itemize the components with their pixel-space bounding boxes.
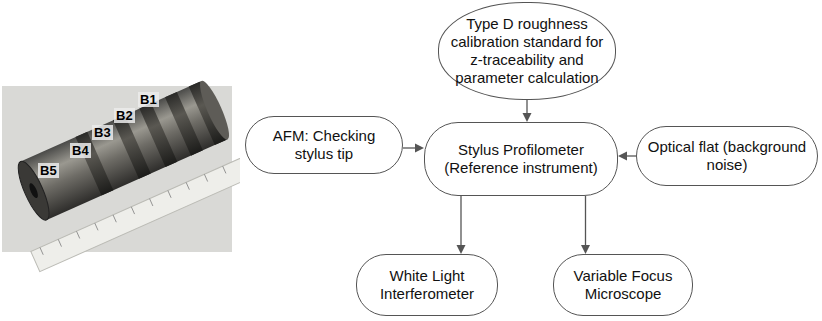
node-text: AFM: Checking stylus tip: [256, 127, 392, 163]
arrow-connector: [581, 196, 590, 254]
arrow-connector: [403, 144, 424, 153]
cylinder-specimen: [12, 78, 234, 224]
arrow-connector: [457, 196, 466, 254]
band-label: B3: [92, 125, 113, 140]
band-label: B1: [138, 92, 159, 107]
rounded-box: White Light Interferometer: [356, 254, 498, 316]
arrow-connector: [618, 152, 636, 161]
node-text: Optical flat (background noise): [647, 138, 807, 174]
band-label: B5: [38, 163, 59, 178]
node-text: White Light Interferometer: [367, 267, 487, 303]
rounded-box: Stylus Profilometer (Reference instrumen…: [424, 122, 618, 196]
node-text: Stylus Profilometer (Reference instrumen…: [435, 141, 607, 177]
rounded-box: Optical flat (background noise): [636, 126, 818, 186]
node-text: Variable Focus Microscope: [564, 267, 682, 303]
node-text: Type D roughness calibration standard fo…: [449, 15, 605, 87]
band-label: B4: [70, 143, 91, 158]
rounded-box: Type D roughness calibration standard fo…: [438, 2, 616, 100]
specimen-photo: [0, 0, 240, 321]
arrow-connector: [523, 100, 532, 122]
band-label: B2: [114, 108, 135, 123]
rounded-box: Variable Focus Microscope: [553, 254, 693, 316]
rounded-box: AFM: Checking stylus tip: [245, 116, 403, 174]
